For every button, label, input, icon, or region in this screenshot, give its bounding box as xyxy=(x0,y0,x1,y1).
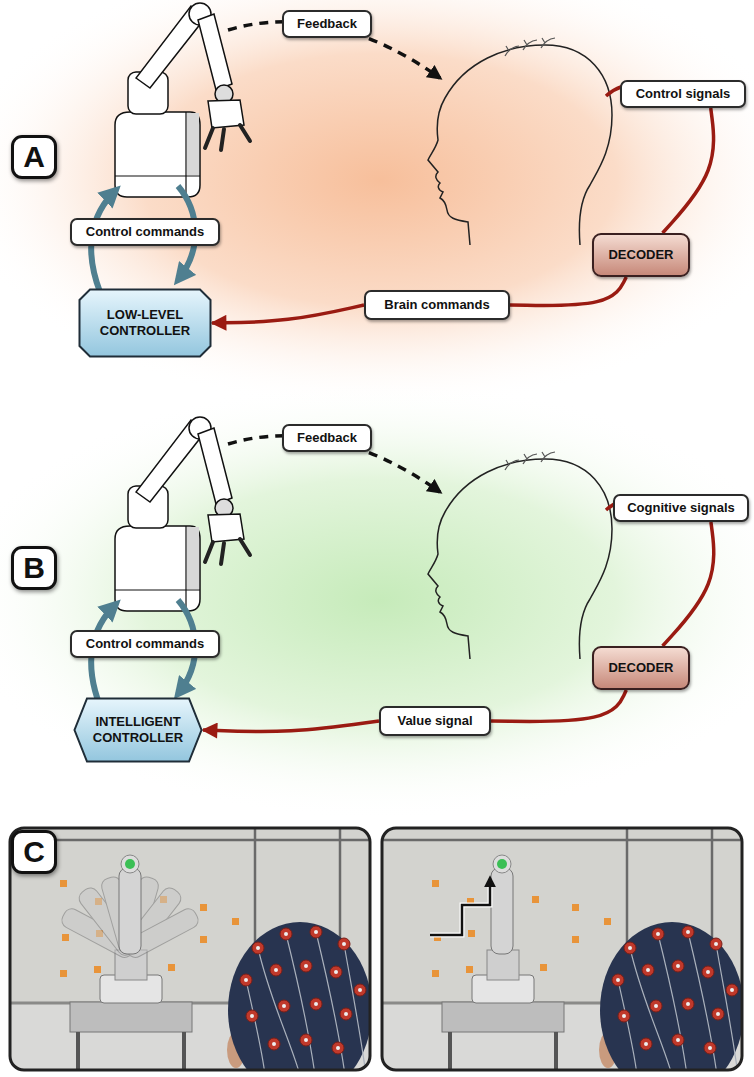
decoder-label: DECODER xyxy=(608,660,673,676)
robot-cabinet-lines xyxy=(115,112,200,197)
photo-scene xyxy=(10,828,370,1070)
panel-illustration xyxy=(91,3,660,292)
controller-hexagon: INTELLIGENT CONTROLLER xyxy=(73,697,203,763)
box-label: Control commands xyxy=(86,636,204,652)
decoder-label: DECODER xyxy=(608,247,673,263)
controller-label: LOW-LEVEL CONTROLLER xyxy=(89,307,201,338)
panel-illustration xyxy=(91,417,660,706)
photo-frame xyxy=(382,828,742,1070)
signal-connector xyxy=(663,108,714,233)
box-label: Feedback xyxy=(297,16,357,32)
robot-arm xyxy=(119,868,141,954)
panel-badge: B xyxy=(11,546,57,590)
robot-tip xyxy=(493,855,511,873)
robot-cabinet xyxy=(115,112,200,197)
signal-connector xyxy=(663,522,714,646)
panel-a-glow xyxy=(0,0,754,410)
decoder-box: DECODER xyxy=(592,646,690,690)
decoder-box: DECODER xyxy=(592,233,690,277)
controller-octagon: LOW-LEVEL CONTROLLER xyxy=(78,288,212,358)
label-box: Feedback xyxy=(282,424,372,452)
label-box: Value signal xyxy=(379,706,491,736)
panel-badge: C xyxy=(11,830,57,874)
box-label: Cognitive signals xyxy=(627,500,735,516)
label-box: Feedback xyxy=(282,10,372,38)
box-label: Value signal xyxy=(397,713,472,729)
panel-letter: B xyxy=(23,551,45,586)
signal-connector xyxy=(510,277,626,306)
photo-left xyxy=(10,828,370,1070)
signal-connector xyxy=(212,305,364,323)
box-label: Feedback xyxy=(297,430,357,446)
label-box: Control commands xyxy=(70,218,220,246)
label-box: Cognitive signals xyxy=(613,494,749,522)
controller-octagon-outline xyxy=(80,290,211,357)
head-electrodes xyxy=(505,38,555,56)
panel-b-glow xyxy=(0,380,754,820)
signal-connector xyxy=(203,721,379,732)
robot-shade xyxy=(187,113,199,175)
movement-path xyxy=(430,880,490,935)
box-label: Control commands xyxy=(86,224,204,240)
head-outline xyxy=(428,45,612,245)
robot-fingers xyxy=(205,125,250,150)
controller-label: INTELLIGENT CONTROLLER xyxy=(90,714,186,745)
robot-tip xyxy=(121,855,139,873)
photo-scene xyxy=(382,828,742,1070)
photo-right xyxy=(382,828,742,1070)
robot-arm xyxy=(491,868,513,954)
target-light xyxy=(125,859,135,869)
panel-badge: A xyxy=(11,135,57,179)
label-box: Brain commands xyxy=(364,290,510,320)
panel-letter: C xyxy=(23,835,45,870)
photo-frame xyxy=(10,828,370,1070)
signal-connector xyxy=(491,690,626,722)
box-label: Control signals xyxy=(636,86,731,102)
label-box: Control signals xyxy=(620,80,746,108)
robot-forearm xyxy=(198,14,232,90)
path-outline xyxy=(430,880,490,935)
controller-hexagon-outline xyxy=(75,699,202,762)
label-box: Control commands xyxy=(70,630,220,658)
target-light xyxy=(497,859,507,869)
panel-letter: A xyxy=(23,140,45,175)
box-label: Brain commands xyxy=(384,297,489,313)
